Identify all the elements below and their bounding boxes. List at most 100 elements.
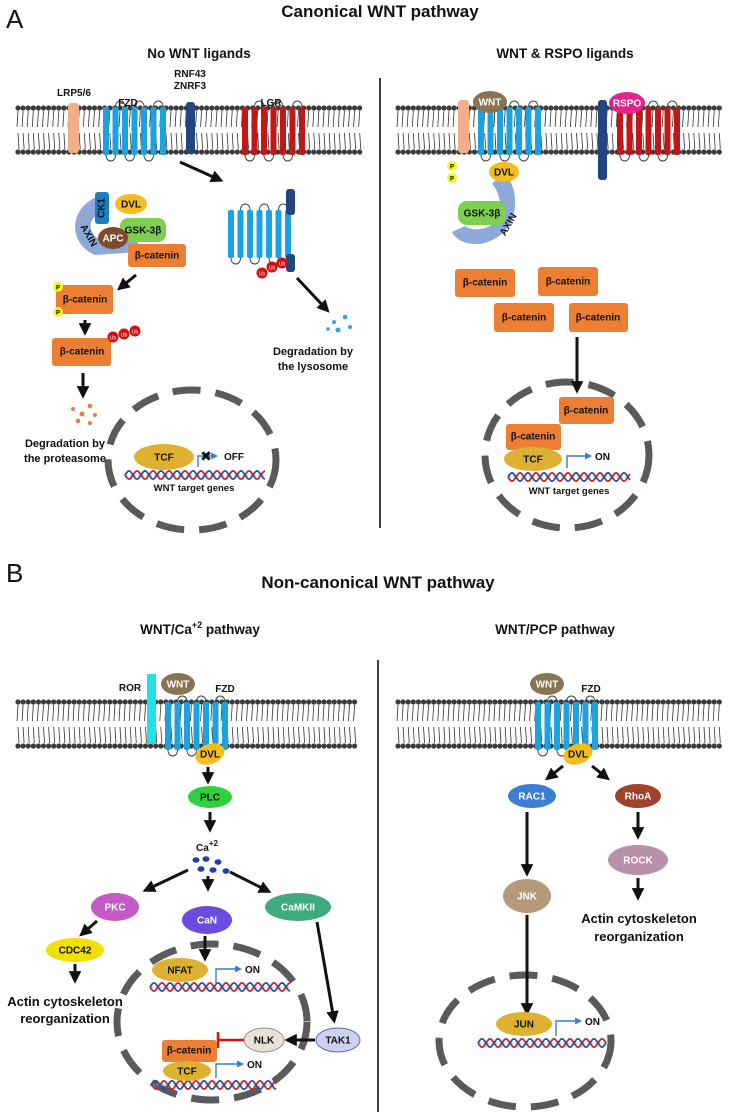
lysosome-text: the lysosome (278, 361, 348, 373)
nucleus-envelope (113, 940, 311, 1104)
camkii-label: CaMKII (281, 903, 315, 914)
lrp-receptor (68, 103, 79, 153)
inhibition (216, 1032, 244, 1048)
fzd-label: FZD (118, 98, 137, 109)
dna-helix (151, 1079, 277, 1091)
beta-catenin-phospho (56, 285, 113, 314)
transcription-arrow (555, 1017, 583, 1036)
jnk-kinase (503, 879, 551, 913)
on-label: ON (245, 965, 260, 976)
panel-a-letter: A (6, 4, 24, 34)
dvl-label: DVL (568, 750, 588, 761)
arrow (591, 764, 610, 781)
nlk-label: NLK (254, 1036, 275, 1047)
phospho-tag-label: P (450, 177, 454, 183)
gsk3b-label: GSK-3β (125, 226, 162, 237)
rhoa-gtpase (615, 784, 661, 808)
rspo-ligand (609, 92, 645, 114)
panel-b-letter: B (6, 558, 23, 588)
phospho-tag (447, 173, 457, 183)
panel-a-right-subtitle: WNT & RSPO ligands (496, 46, 633, 61)
dna-helix (124, 469, 266, 481)
rock-label: ROCK (623, 856, 653, 867)
nucleus-envelope (104, 386, 280, 534)
fzd-label: FZD (581, 684, 600, 695)
nfat-factor (152, 958, 208, 982)
jnk-label: JNK (517, 892, 538, 903)
beta-catenin-nuclear-label: β-catenin (564, 406, 608, 417)
cell-membrane (395, 699, 722, 749)
transcription-arrow (215, 965, 243, 983)
rock-kinase (608, 845, 668, 875)
tcf-factor (163, 1061, 211, 1081)
phospho-tag (447, 161, 457, 171)
arrow (117, 273, 137, 291)
rnf43-receptor (598, 100, 607, 180)
phospho-tag (53, 282, 63, 292)
phospho-tag-label: P (56, 311, 60, 317)
svg-text:Ub: Ub (269, 265, 276, 271)
rnf43-internalized (286, 189, 295, 215)
beta-catenin-ubiquitinated (52, 338, 111, 366)
svg-text:Ub: Ub (279, 261, 286, 267)
beta-catenin-free (569, 303, 628, 332)
fzd-receptor-pcp (535, 695, 598, 757)
rac1-gtpase (508, 784, 556, 808)
axin-scaffold (452, 172, 516, 245)
transcription-arrow (566, 452, 593, 468)
on-label: ON (595, 452, 610, 463)
actin-text: reorganization (20, 1011, 110, 1026)
arrow (545, 764, 564, 781)
jun-factor (496, 1012, 552, 1036)
beta-catenin-bound-label: β-catenin (511, 432, 555, 443)
apc-protein (98, 227, 128, 249)
wnt-label: WNT (479, 98, 502, 109)
calcium-ions (192, 856, 230, 874)
beta-catenin-nuclear (162, 1040, 217, 1062)
cell-membrane (395, 105, 722, 155)
cdc42-label: CDC42 (59, 946, 92, 957)
lysosome-fragments (326, 314, 352, 333)
jun-label: JUN (514, 1020, 534, 1031)
actin-text: Actin cytoskeleton (581, 911, 697, 926)
rhoa-label: RhoA (625, 792, 652, 803)
panel-a-right: WNT RSPO P P AXIN DVL GSK-3β β-catenin β… (447, 91, 680, 497)
panel-a-left: LRP5/6 FZD RNF43 ZNRF3 LGR AXIN CK1 DVL … (24, 69, 354, 494)
on-label: ON (247, 1060, 262, 1071)
phospho-tag-label: P (56, 286, 60, 292)
dvl-label: DVL (494, 168, 514, 179)
arrow (315, 921, 339, 1024)
pkc-label: PKC (104, 903, 125, 914)
actin-text: Actin cytoskeleton (7, 994, 123, 1009)
actin-text: reorganization (594, 929, 684, 944)
pkc-kinase (91, 893, 139, 921)
tcf-factor (134, 444, 194, 470)
fzd-internalized (228, 203, 291, 265)
beta-catenin-free (538, 267, 598, 296)
tcf-label: TCF (177, 1067, 196, 1078)
beta-catenin-complex (128, 244, 186, 267)
off-label: OFF (224, 452, 244, 463)
ck1-protein (95, 192, 109, 224)
lgr-receptor-left (242, 100, 305, 162)
znrf3-label: ZNRF3 (174, 81, 207, 92)
gsk3b-protein (120, 218, 166, 242)
panel-b-right: WNT FZD DVL RAC1 RhoA ROCK Actin cytoske… (496, 673, 697, 1036)
panel-a-left-subtitle: No WNT ligands (147, 46, 251, 61)
dvl-protein (489, 162, 519, 182)
lysosome-text: Degradation by (273, 346, 354, 358)
gsk3b-label: GSK-3β (464, 209, 501, 220)
fzd-receptor-ca (165, 695, 228, 757)
plc-label: PLC (200, 793, 220, 804)
gsk3b-protein (458, 201, 506, 225)
svg-text:Ub: Ub (132, 329, 139, 335)
dna-helix (477, 1038, 607, 1048)
wnt-ligand (473, 91, 507, 113)
beta-catenin-free-label: β-catenin (502, 313, 546, 324)
transcription-arrow (215, 1060, 245, 1078)
rnf43-internalized (286, 254, 295, 272)
beta-catenin-free-label: β-catenin (546, 277, 590, 288)
rnf43-receptor (186, 102, 195, 154)
wnt-ligand (530, 673, 564, 695)
wnt-label: WNT (167, 680, 190, 691)
